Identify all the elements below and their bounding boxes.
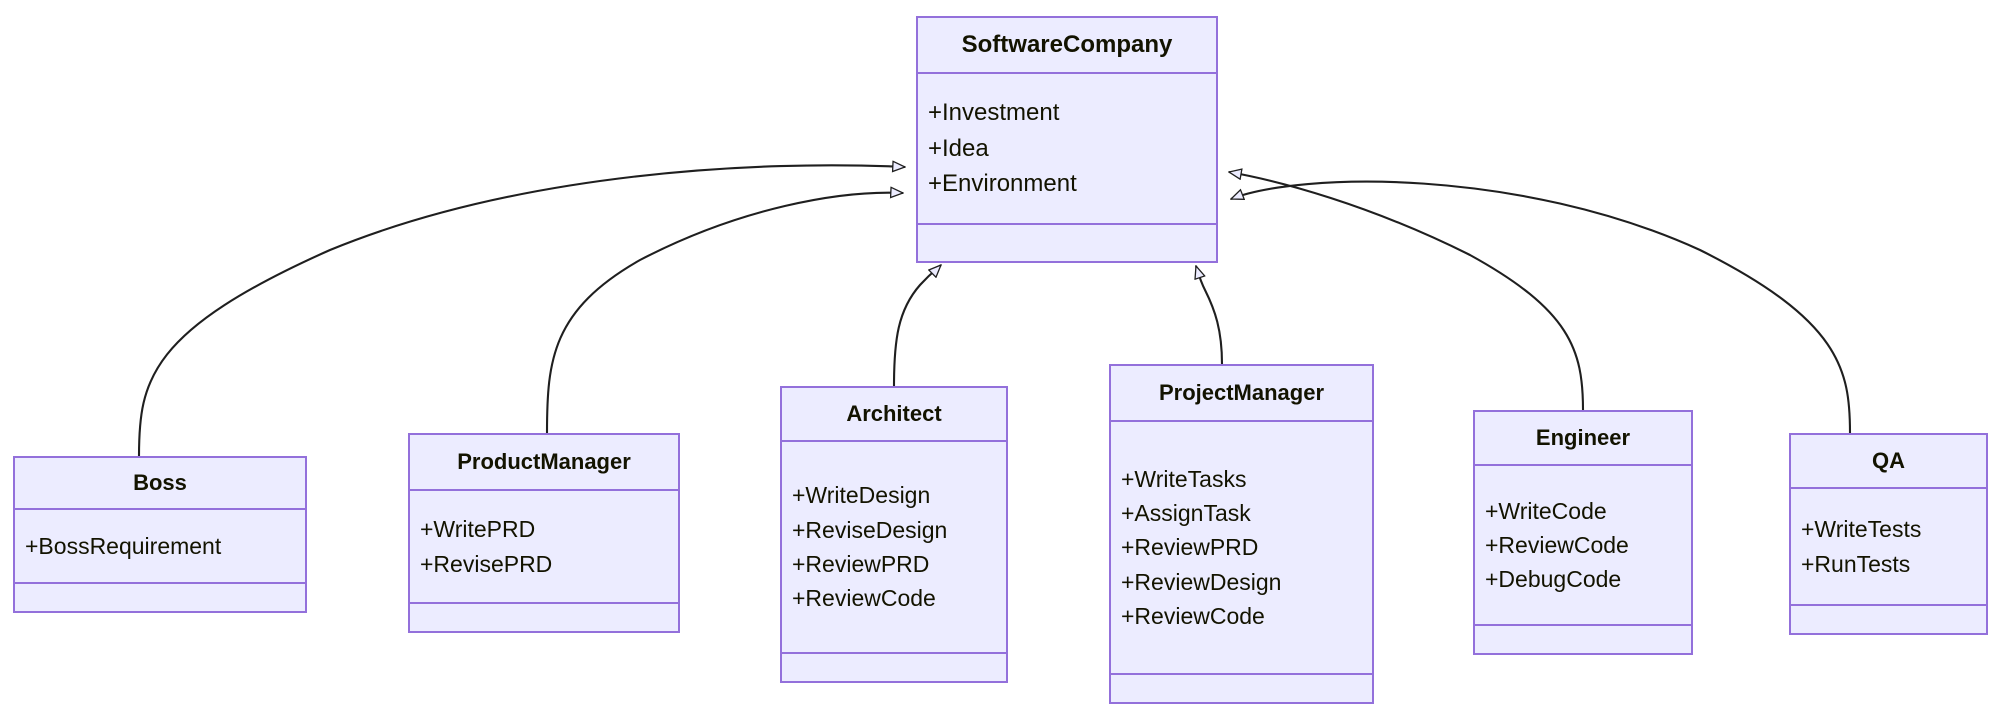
class-node-engineer[interactable]: Engineer +WriteCode +ReviewCode +DebugCode — [1473, 410, 1693, 655]
class-attribute: +ReviewPRD — [792, 551, 930, 577]
class-attribute: +DebugCode — [1485, 566, 1622, 593]
class-title-boss: Boss — [15, 458, 305, 510]
class-attribute: +ReviewPRD — [1121, 534, 1259, 561]
class-attributes-product-manager: +WritePRD +RevisePRD — [410, 491, 678, 604]
class-title-project-manager: ProjectManager — [1111, 366, 1372, 422]
class-attribute: +BossRequirement — [25, 532, 222, 559]
class-attribute: +RunTests — [1801, 550, 1911, 577]
class-title-qa: QA — [1791, 435, 1986, 489]
class-node-architect[interactable]: Architect +WriteDesign +ReviseDesign +Revie… — [780, 386, 1008, 683]
class-methods-engineer — [1475, 626, 1691, 653]
class-attribute: +Environment — [928, 170, 1077, 198]
class-node-project-manager[interactable]: ProjectManager +WriteTasks +AssignTask +Rev… — [1109, 364, 1374, 704]
edge-architect-to-softwarecompany — [892, 265, 941, 387]
class-attributes-boss: +BossRequirement — [15, 510, 305, 584]
class-title-architect: Architect — [782, 388, 1006, 442]
class-attribute: +Idea — [928, 134, 989, 162]
class-title-engineer: Engineer — [1475, 412, 1691, 466]
class-node-qa[interactable]: QA +WriteTests +RunTests — [1789, 433, 1988, 635]
class-attribute: +WriteTasks — [1121, 465, 1247, 492]
class-methods-architect — [782, 654, 1006, 681]
class-node-boss[interactable]: Boss +BossRequirement — [13, 456, 307, 613]
class-attribute: +WriteDesign — [792, 482, 931, 509]
class-attributes-engineer: +WriteCode +ReviewCode +DebugCode — [1475, 466, 1691, 626]
class-attribute: +WritePRD — [420, 516, 536, 543]
class-attribute: +ReviewCode — [792, 585, 936, 612]
class-attribute: +RevisePRD — [420, 550, 553, 577]
class-attributes-project-manager: +WriteTasks +AssignTask +ReviewPRD +ReviewD… — [1111, 422, 1372, 675]
class-attributes-qa: +WriteTests +RunTests — [1791, 489, 1986, 606]
class-methods-qa — [1791, 606, 1986, 633]
class-title-product-manager: ProductManager — [410, 435, 678, 491]
class-attribute: +ReviewDesign — [1121, 568, 1282, 595]
class-attribute: +Investment — [928, 98, 1060, 126]
class-attribute: +ReviewCode — [1485, 531, 1629, 558]
class-node-software-company[interactable]: SoftwareCompany +Investment +Idea +Environm… — [916, 16, 1218, 263]
class-attribute: +ReviseDesign — [792, 516, 948, 543]
class-attributes-software-company: +Investment +Idea +Environment — [918, 74, 1216, 225]
class-attribute: +WriteCode — [1485, 497, 1607, 524]
class-attribute: +ReviewCode — [1121, 602, 1265, 629]
class-methods-project-manager — [1111, 675, 1372, 702]
class-methods-product-manager — [410, 604, 678, 631]
class-attribute: +AssignTask — [1121, 500, 1251, 527]
class-methods-software-company — [918, 225, 1216, 261]
class-node-product-manager[interactable]: ProductManager +WritePRD +RevisePRD — [408, 433, 680, 633]
class-methods-boss — [15, 584, 305, 611]
class-attribute: +WriteTests — [1801, 516, 1922, 543]
edge-projectmanager-to-softwarecompany — [1196, 266, 1224, 365]
class-attributes-architect: +WriteDesign +ReviseDesign +ReviewPRD +Revi… — [782, 442, 1006, 654]
class-title-software-company: SoftwareCompany — [918, 18, 1216, 74]
